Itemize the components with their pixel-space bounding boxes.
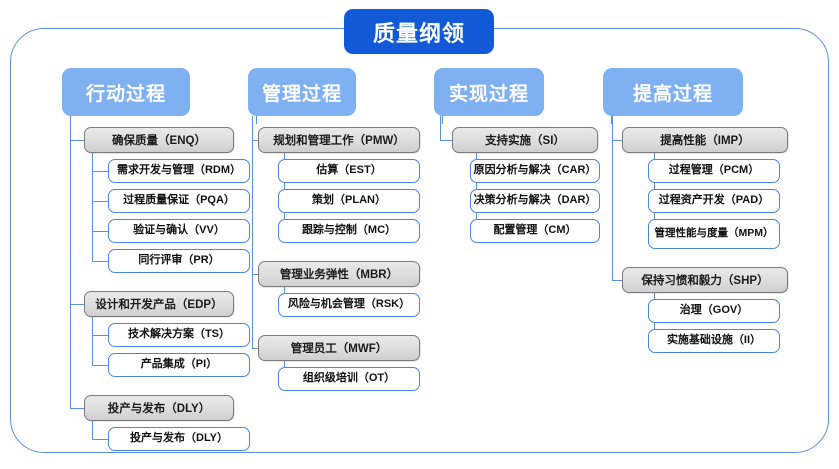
connector-line-horizontal	[92, 335, 108, 337]
connector-line-horizontal	[92, 439, 108, 441]
root-title-box: 质量纲领	[344, 9, 494, 54]
connector-line-vertical	[92, 317, 94, 365]
connector-line-vertical	[440, 116, 442, 140]
leaf-box-2-3-1[interactable]: 组织级培训（OT）	[278, 367, 420, 391]
leaf-box-4-2-2[interactable]: 实施基础设施（II）	[648, 329, 780, 353]
leaf-box-1-1-2[interactable]: 过程质量保证（PQA）	[108, 189, 250, 213]
connector-line-vertical	[611, 116, 613, 124]
group-box-1-1[interactable]: 确保质量（ENQ）	[84, 127, 234, 153]
connector-line-horizontal	[92, 201, 108, 203]
connector-line-horizontal	[70, 304, 84, 306]
group-box-2-3[interactable]: 管理员工（MWF）	[258, 335, 420, 361]
group-box-3-1[interactable]: 支持实施（SI）	[452, 127, 598, 153]
group-box-4-2[interactable]: 保持习惯和毅力（SHP）	[622, 267, 788, 293]
connector-line-horizontal	[92, 365, 108, 367]
leaf-box-1-2-2[interactable]: 产品集成（PI）	[108, 353, 250, 377]
group-box-1-3[interactable]: 投产与发布（DLY）	[84, 395, 234, 421]
group-box-4-1[interactable]: 提高性能（IMP）	[622, 127, 788, 153]
leaf-box-1-1-1[interactable]: 需求开发与管理（RDM）	[108, 159, 250, 183]
column-header-2[interactable]: 管理过程	[248, 68, 356, 116]
group-box-2-2[interactable]: 管理业务弹性（MBR）	[258, 261, 420, 287]
connector-line-horizontal	[252, 140, 258, 142]
leaf-box-4-2-1[interactable]: 治理（GOV）	[648, 299, 780, 323]
connector-line-vertical	[612, 116, 614, 280]
leaf-box-2-1-3[interactable]: 跟踪与控制（MC）	[278, 219, 420, 243]
leaf-box-1-1-3[interactable]: 验证与确认（VV）	[108, 219, 250, 243]
group-box-1-2[interactable]: 设计和开发产品（EDP）	[84, 291, 234, 317]
connector-line-horizontal	[92, 171, 108, 173]
column-header-1[interactable]: 行动过程	[62, 68, 190, 116]
leaf-box-4-1-1[interactable]: 过程管理（PCM）	[648, 159, 780, 183]
connector-line-horizontal	[92, 231, 108, 233]
leaf-box-3-1-3[interactable]: 配置管理（CM）	[470, 219, 600, 243]
connector-line-horizontal	[440, 140, 452, 142]
column-header-4[interactable]: 提高过程	[603, 68, 743, 116]
connector-line-horizontal	[252, 274, 258, 276]
leaf-box-3-1-1[interactable]: 原因分析与解决（CAR）	[470, 159, 600, 183]
leaf-box-4-1-2[interactable]: 过程资产开发（PAD）	[648, 189, 780, 213]
connector-line-horizontal	[92, 261, 108, 263]
connector-line-vertical	[92, 421, 94, 439]
leaf-box-1-1-4[interactable]: 同行评审（PR）	[108, 249, 250, 273]
connector-line-vertical	[92, 153, 94, 261]
connector-line-vertical	[442, 116, 444, 124]
leaf-box-1-2-1[interactable]: 技术解决方案（TS）	[108, 323, 250, 347]
leaf-box-4-1-3[interactable]: 管理性能与度量（MPM）	[648, 219, 780, 249]
group-box-2-1[interactable]: 规划和管理工作（PMW）	[258, 127, 420, 153]
connector-line-horizontal	[612, 280, 622, 282]
leaf-box-2-2-1[interactable]: 风险与机会管理（RSK）	[278, 293, 420, 317]
leaf-box-2-1-2[interactable]: 策划（PLAN）	[278, 189, 420, 213]
leaf-box-2-1-1[interactable]: 估算（EST）	[278, 159, 420, 183]
connector-line-vertical	[252, 116, 254, 348]
connector-line-vertical	[70, 116, 72, 408]
connector-line-horizontal	[70, 408, 84, 410]
leaf-box-3-1-2[interactable]: 决策分析与解决（DAR）	[470, 189, 600, 213]
connector-line-horizontal	[70, 140, 84, 142]
connector-line-vertical	[256, 116, 258, 124]
column-header-3[interactable]: 实现过程	[434, 68, 544, 116]
connector-line-horizontal	[252, 348, 258, 350]
leaf-box-1-3-1[interactable]: 投产与发布（DLY）	[108, 427, 250, 451]
connector-line-horizontal	[612, 140, 622, 142]
